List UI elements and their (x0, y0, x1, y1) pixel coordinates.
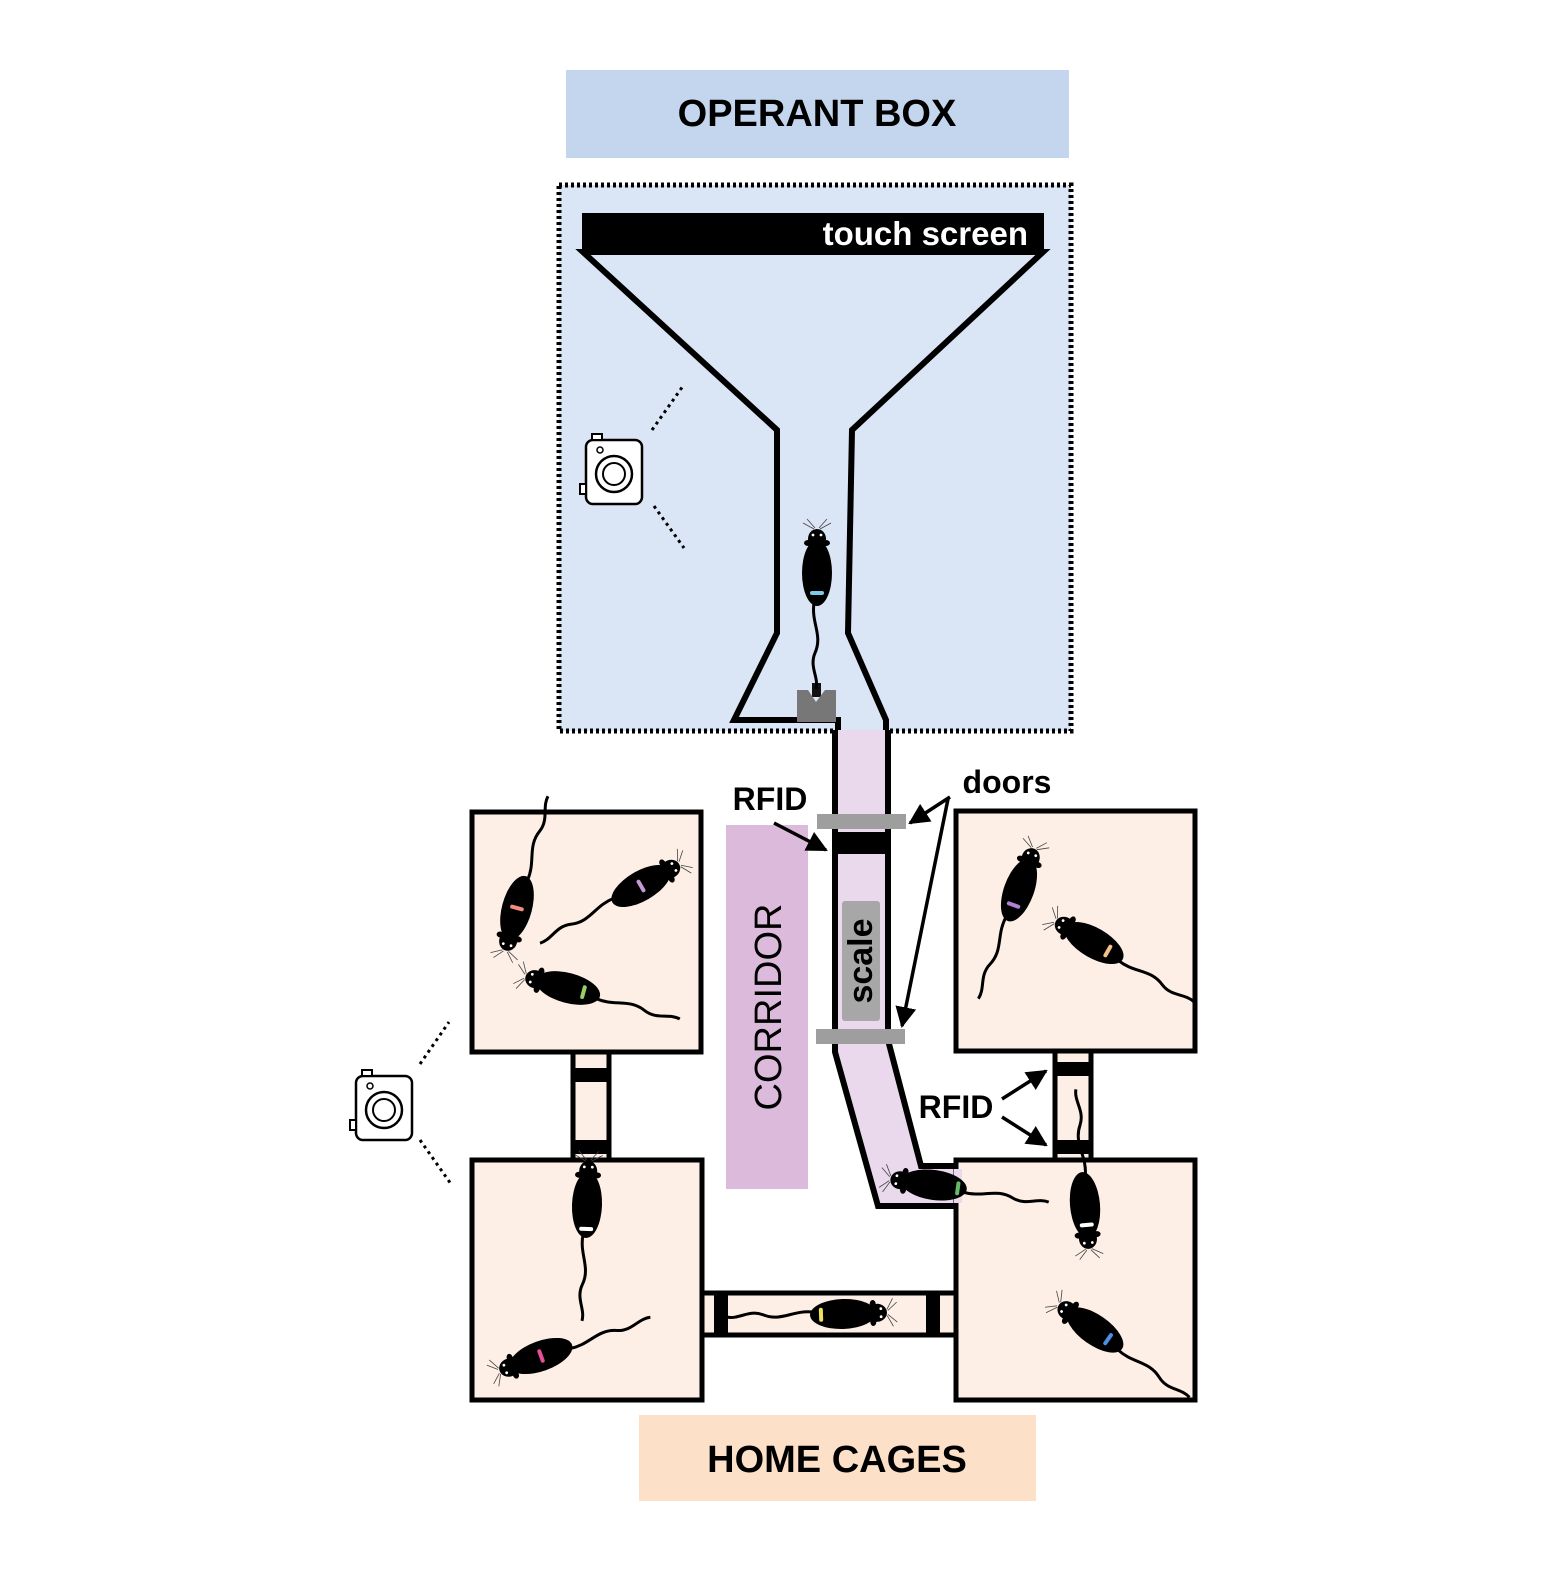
mouse-icon (487, 790, 564, 966)
corridor-wall-right (885, 730, 960, 1169)
corridor-label: CORRIDOR (748, 904, 790, 1111)
camera-icon-operant (578, 432, 644, 506)
home-cage-top-left (469, 809, 704, 1055)
touch-screen-label: touch screen (823, 215, 1028, 252)
mouse-icon (800, 517, 834, 691)
mouse-icon (1058, 1086, 1107, 1262)
rfid-arrow-top (773, 821, 828, 852)
doors-label: doors (963, 764, 1052, 800)
rfid-label-right: RFID (919, 1089, 994, 1125)
camera-view-line (418, 1139, 453, 1185)
mouse-icon (876, 1161, 1053, 1218)
mouse-icon (566, 1149, 606, 1323)
doors-arrow-bottom (895, 798, 950, 1029)
mouse-icon (725, 1295, 899, 1335)
scale (842, 901, 880, 1021)
home-cages-header (639, 1415, 1036, 1501)
mouse-icon (1040, 1285, 1201, 1411)
rfid-label-top: RFID (733, 781, 808, 817)
camera-icon-home-cages (348, 1068, 414, 1142)
mouse-icon (531, 844, 697, 959)
mouse-icon (510, 958, 686, 1035)
doors-arrow-top (908, 795, 951, 825)
dispenser-icon (797, 683, 836, 722)
mouse-icon (483, 1300, 657, 1391)
camera-view-line (650, 385, 685, 431)
home-cages-label: HOME CAGES (707, 1439, 967, 1481)
operant-box-label: OPERANT BOX (678, 93, 957, 135)
rfid-antenna-corridor (835, 832, 888, 854)
mouse-icon (963, 832, 1054, 1006)
rfid-arrow-right-top (1001, 1069, 1048, 1101)
mouse-icon (1038, 901, 1204, 1016)
operant-box-header (566, 70, 1069, 158)
door-top (817, 814, 906, 829)
corridor-wall-left (832, 730, 960, 1209)
camera-view-line (652, 505, 686, 549)
tube-left (570, 1050, 612, 1162)
camera-view-line (418, 1021, 451, 1065)
tube-right (1052, 1050, 1094, 1162)
corridor-label-box (726, 825, 808, 1189)
rfid-arrow-right-bottom (1001, 1115, 1048, 1147)
scale-label: scale (842, 918, 880, 1003)
door-bottom (816, 1029, 905, 1044)
touch-screen (582, 213, 1044, 253)
home-cage-bottom-right (953, 1157, 1198, 1403)
